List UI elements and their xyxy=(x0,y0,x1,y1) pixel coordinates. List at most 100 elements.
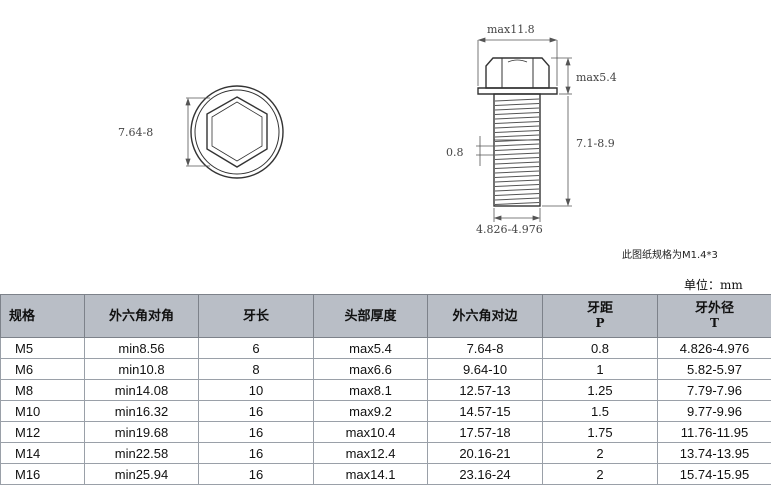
thread-line xyxy=(495,108,539,110)
cell-thread-outer-diameter: 13.74-13.95 xyxy=(658,443,771,464)
thread-line xyxy=(495,113,539,115)
drawing-note: 此图纸规格为M1.4*3 xyxy=(622,246,718,261)
cell-hex-across-flats: 7.64-8 xyxy=(428,338,543,359)
thread-line xyxy=(495,126,539,128)
cell-spec: M14 xyxy=(1,443,85,464)
cell-pitch: 0.8 xyxy=(543,338,658,359)
thread-line xyxy=(495,104,539,106)
cell-head-thickness: max6.6 xyxy=(314,359,428,380)
header-hex-diagonal: 外六角对角 xyxy=(85,295,199,338)
cell-thread-length: 8 xyxy=(199,359,314,380)
cell-pitch: 2 xyxy=(543,464,658,485)
cell-head-thickness: max14.1 xyxy=(314,464,428,485)
cell-thread-length: 16 xyxy=(199,443,314,464)
cell-pitch: 1.5 xyxy=(543,401,658,422)
dim-thread-diameter: 4.826-4.976 xyxy=(476,223,543,236)
dim-max-width: max11.8 xyxy=(487,23,535,36)
header-spec: 规格 xyxy=(1,295,85,338)
cell-pitch: 2 xyxy=(543,443,658,464)
cell-pitch: 1.75 xyxy=(543,422,658,443)
technical-drawing: 7.64-8 xyxy=(0,0,771,270)
cell-spec: M5 xyxy=(1,338,85,359)
header-hex-across-flats: 外六角对边 xyxy=(428,295,543,338)
cell-head-thickness: max8.1 xyxy=(314,380,428,401)
cell-head-thickness: max12.4 xyxy=(314,443,428,464)
thread-line xyxy=(495,171,539,173)
thread-line xyxy=(495,135,539,137)
dim-pitch: 0.8 xyxy=(446,146,464,159)
cell-hex-diagonal: min10.8 xyxy=(85,359,199,380)
thread-line xyxy=(495,99,539,101)
cell-thread-length: 6 xyxy=(199,338,314,359)
thread-line xyxy=(495,153,539,155)
cell-thread-outer-diameter: 15.74-15.95 xyxy=(658,464,771,485)
dim-hex-across-flats: 7.64-8 xyxy=(118,126,153,139)
dim-thread-length: 7.1-8.9 xyxy=(576,137,615,150)
dim-head-thickness: max5.4 xyxy=(576,71,617,84)
cell-hex-diagonal: min22.58 xyxy=(85,443,199,464)
thread-line xyxy=(495,194,539,196)
cell-thread-length: 10 xyxy=(199,380,314,401)
top-view xyxy=(191,86,283,178)
bolt-drawing-svg: 7.64-8 xyxy=(0,0,771,270)
cell-thread-length: 16 xyxy=(199,422,314,443)
hex-inner xyxy=(212,102,262,161)
cell-head-thickness: max5.4 xyxy=(314,338,428,359)
thread-line xyxy=(495,203,539,205)
cell-thread-outer-diameter: 7.79-7.96 xyxy=(658,380,771,401)
thread-line xyxy=(495,122,539,124)
cell-thread-length: 16 xyxy=(199,401,314,422)
cell-spec: M8 xyxy=(1,380,85,401)
cell-thread-outer-diameter: 9.77-9.96 xyxy=(658,401,771,422)
cell-thread-outer-diameter: 11.76-11.95 xyxy=(658,422,771,443)
thread-line xyxy=(495,149,539,151)
thread-line xyxy=(495,162,539,164)
thread-line xyxy=(495,158,539,160)
cell-spec: M12 xyxy=(1,422,85,443)
cell-spec: M6 xyxy=(1,359,85,380)
cell-hex-across-flats: 14.57-15 xyxy=(428,401,543,422)
cell-thread-outer-diameter: 5.82-5.97 xyxy=(658,359,771,380)
thread-lines xyxy=(495,99,539,205)
thread-line xyxy=(495,176,539,178)
bolt-flange xyxy=(478,88,557,94)
cell-spec: M16 xyxy=(1,464,85,485)
cell-hex-diagonal: min19.68 xyxy=(85,422,199,443)
cell-hex-diagonal: min25.94 xyxy=(85,464,199,485)
cell-hex-diagonal: min8.56 xyxy=(85,338,199,359)
hex-outline xyxy=(207,97,267,167)
cell-head-thickness: max10.4 xyxy=(314,422,428,443)
unit-label: 单位：mm xyxy=(684,276,743,293)
thread-line xyxy=(495,198,539,200)
cell-hex-diagonal: min14.08 xyxy=(85,380,199,401)
thread-line xyxy=(495,189,539,191)
cell-thread-length: 16 xyxy=(199,464,314,485)
thread-line xyxy=(495,144,539,146)
thread-line xyxy=(495,131,539,133)
cell-hex-across-flats: 23.16-24 xyxy=(428,464,543,485)
cell-thread-outer-diameter: 4.826-4.976 xyxy=(658,338,771,359)
thread-line xyxy=(495,117,539,119)
flange-circle xyxy=(191,86,283,178)
cell-pitch: 1 xyxy=(543,359,658,380)
thread-line xyxy=(495,167,539,169)
side-view xyxy=(478,58,557,206)
cell-hex-across-flats: 20.16-21 xyxy=(428,443,543,464)
cell-hex-diagonal: min16.32 xyxy=(85,401,199,422)
cell-spec: M10 xyxy=(1,401,85,422)
cell-hex-across-flats: 17.57-18 xyxy=(428,422,543,443)
cell-hex-across-flats: 9.64-10 xyxy=(428,359,543,380)
cell-hex-across-flats: 12.57-13 xyxy=(428,380,543,401)
thread-line xyxy=(495,185,539,187)
header-thread-length: 牙长 xyxy=(199,295,314,338)
